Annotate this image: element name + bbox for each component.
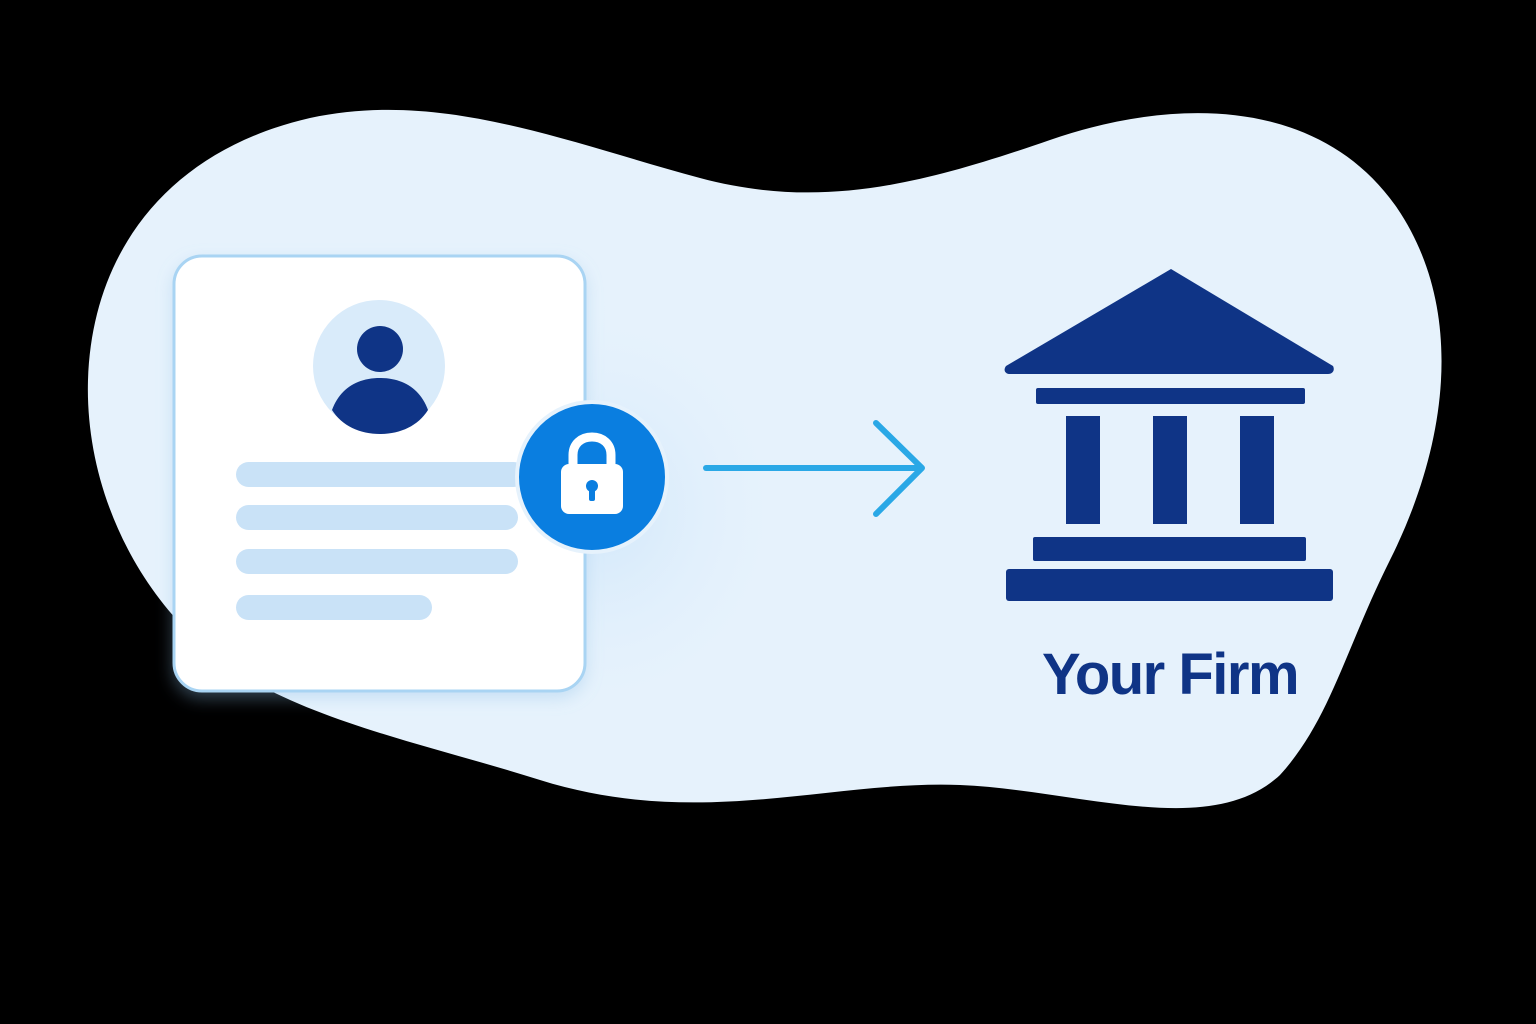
arrow-right-icon — [703, 420, 925, 517]
user-profile-icon — [313, 300, 445, 434]
text-line — [236, 462, 526, 487]
text-line — [236, 549, 518, 574]
text-line — [236, 505, 518, 530]
document-text-lines — [236, 462, 526, 620]
firm-label: Your Firm — [1041, 642, 1300, 707]
bank-building-icon — [1004, 269, 1334, 601]
text-line — [236, 595, 432, 620]
padlock-icon — [515, 400, 669, 554]
